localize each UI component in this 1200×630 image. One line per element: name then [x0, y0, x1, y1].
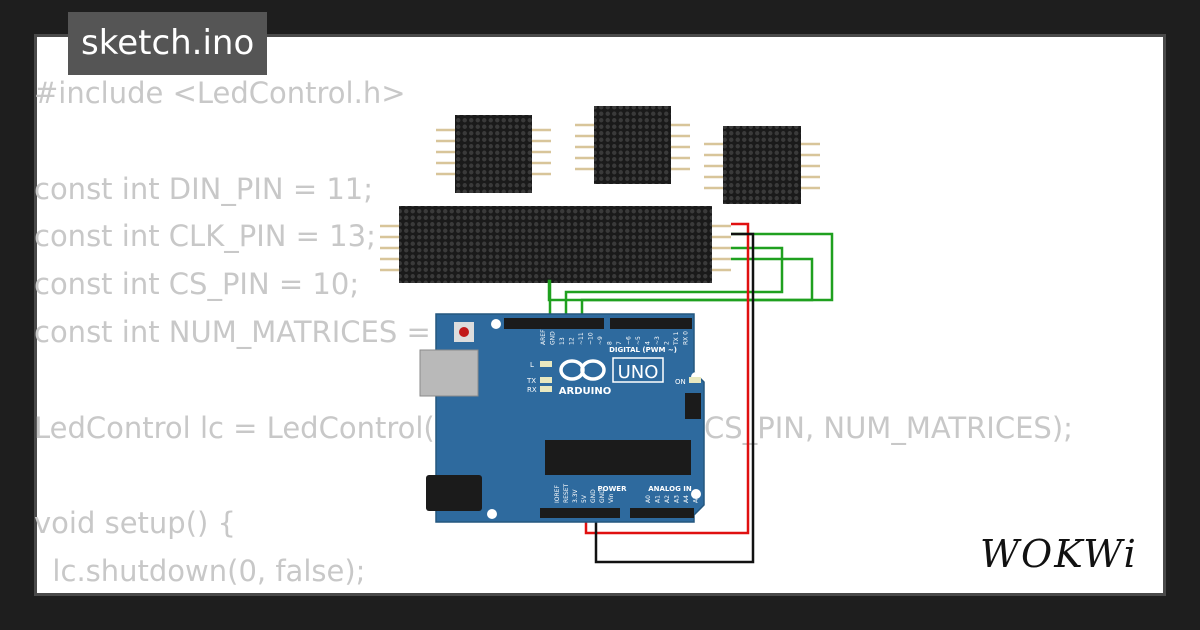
digital-pin-label: AREF — [540, 329, 547, 345]
digital-pin-label: TX 1 — [673, 331, 680, 346]
power-jack — [426, 475, 482, 511]
digital-label: DIGITAL (PWM ~) — [609, 346, 677, 354]
power-label: POWER — [598, 485, 628, 493]
analog-pin-label: A1 — [655, 495, 662, 503]
digital-pin-label: 8 — [607, 341, 614, 345]
power-pin-label: 3.3V — [572, 488, 579, 503]
brand-text: WOKWi — [980, 532, 1138, 576]
led-matrix-3[interactable] — [704, 126, 820, 204]
digital-pin-label: 2 — [664, 341, 671, 345]
digital-pin-label: 13 — [559, 337, 566, 345]
arduino-logo-icon — [559, 359, 606, 381]
wokwi-logo: WOKWi — [968, 523, 1158, 581]
atmega-chip — [545, 440, 691, 475]
code-line: lc.shutdown(0, false); — [34, 553, 366, 588]
board-logo-text: ARDUINO — [559, 386, 611, 397]
tx-label: TX — [526, 377, 536, 385]
rx-label: RX — [527, 386, 537, 394]
analog-pin-label: A3 — [674, 495, 681, 503]
analog-label: ANALOG IN — [648, 485, 692, 493]
code-line: const int CS_PIN = 10; — [34, 267, 360, 302]
digital-pin-label: ~3 — [654, 336, 661, 345]
power-pin-label: IOREF — [554, 485, 561, 503]
code-line: const int DIN_PIN = 11; — [34, 171, 374, 206]
on-label: ON — [675, 378, 686, 386]
led-matrix-1[interactable] — [436, 115, 551, 193]
power-pin-label: 5V — [581, 494, 588, 503]
gnd-wire[interactable] — [594, 232, 755, 564]
power-pin-label: GND — [590, 489, 597, 503]
l-label: L — [530, 361, 534, 369]
digital-pin-label: ~9 — [597, 336, 604, 345]
digital-pin-label: 12 — [569, 337, 576, 345]
digital-pin-label: RX 0 — [683, 331, 690, 345]
analog-pin-label: A2 — [664, 495, 671, 503]
board-model: UNO — [618, 362, 659, 383]
code-line: #include <LedControl.h> — [34, 76, 406, 110]
digital-pin-label: 4 — [645, 341, 652, 345]
digital-pin-label: ~5 — [635, 336, 642, 345]
analog-pin-label: A0 — [645, 495, 652, 503]
vcc-wire[interactable] — [584, 222, 750, 535]
digital-pin-label: ~11 — [578, 332, 585, 345]
code-line: const int CLK_PIN = 13; — [34, 219, 376, 254]
led-matrix-2[interactable] — [575, 106, 690, 184]
digital-pin-label: GND — [550, 331, 557, 345]
analog-pin-label: A5 — [693, 495, 700, 503]
file-name-tab[interactable]: sketch.ino — [68, 12, 268, 75]
arduino-board[interactable]: UNO ARDUINO DIGITAL (PWM ~) POWER ANALOG… — [419, 313, 705, 523]
digital-pin-label: ~10 — [588, 332, 595, 345]
digital-pin-label: 7 — [616, 341, 623, 345]
signal-wires[interactable] — [547, 232, 834, 322]
led-matrix-chain[interactable] — [380, 206, 731, 283]
analog-pin-label: A4 — [683, 495, 690, 503]
code-line: void setup() { — [34, 506, 236, 541]
power-pin-label: RESET — [563, 483, 570, 503]
power-pin-label: GND — [599, 489, 606, 503]
power-pin-label: Vin — [608, 493, 615, 503]
usb-port — [419, 349, 479, 397]
digital-pin-label: ~6 — [626, 336, 633, 345]
